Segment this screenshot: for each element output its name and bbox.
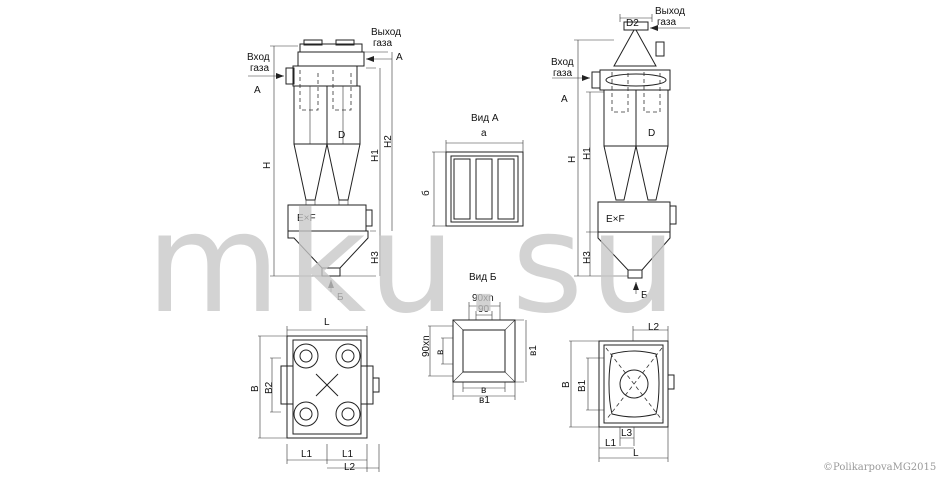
right-plan-view (569, 326, 675, 462)
right-plan-l-label: L (633, 448, 639, 459)
view-b-v-bottom: в (481, 385, 486, 396)
right-plan-l1-label: L1 (605, 438, 617, 449)
left-h-label: H (262, 162, 273, 169)
right-gas-in-label-2: газа (553, 68, 572, 79)
view-a (432, 140, 524, 227)
right-exf-label: E×F (606, 214, 625, 225)
left-h1-label: H1 (370, 149, 381, 162)
left-gas-out-label-2: газа (373, 38, 392, 49)
view-b-90xn-side: 90xn (421, 335, 432, 357)
right-b-inlet-label: Б (641, 290, 648, 301)
right-d2-label: D2 (626, 18, 639, 29)
left-plan-l1-a: L1 (301, 449, 313, 460)
right-gas-out-label-2: газа (657, 17, 676, 28)
left-plan-l1-b: L1 (342, 449, 354, 460)
left-plan-b-label: B (250, 385, 261, 392)
view-b-v-side: в (435, 350, 446, 355)
right-a-label-in: А (561, 94, 568, 105)
right-h-label: H (567, 156, 578, 163)
view-b (428, 302, 527, 400)
view-b-v1-side: в1 (528, 345, 539, 356)
watermark: mku.su (146, 183, 683, 344)
left-a-label-in: А (254, 85, 261, 96)
right-plan-l2-label: L2 (648, 322, 660, 333)
left-gas-in-label-1: Вход (247, 52, 270, 63)
copyright: ©PolikarpovaMG2015 (823, 462, 936, 473)
left-b-inlet-label: Б (337, 292, 344, 303)
left-h2-label: H2 (383, 135, 394, 148)
view-b-90xn-top: 90xn (472, 293, 494, 304)
right-gas-out-label-1: Выход (655, 6, 685, 17)
view-b-90-top: 90 (478, 304, 490, 315)
left-a-label-out: А (396, 52, 403, 63)
view-b-v1-bottom: в1 (479, 395, 490, 406)
left-plan-l2: L2 (344, 462, 356, 473)
right-gas-in-label-1: Вход (551, 57, 574, 68)
right-h3-label: H3 (582, 251, 593, 264)
view-a-title: Вид А (471, 113, 499, 124)
right-cyclone-elevation (552, 14, 690, 294)
right-plan-b1-label: B1 (577, 379, 588, 392)
left-gas-out-label-1: Выход (371, 27, 401, 38)
view-a-b-label: б (420, 190, 432, 196)
view-a-a-label: a (481, 128, 487, 139)
view-b-title: Вид Б (469, 272, 497, 283)
right-plan-b-label: B (561, 381, 572, 388)
left-d-label: D (338, 130, 345, 141)
right-h1-label: H1 (582, 147, 593, 160)
right-plan-l3-label: L3 (621, 428, 633, 439)
left-h3-label: H3 (370, 251, 381, 264)
left-plan-view (258, 326, 380, 472)
left-plan-l-label: L (324, 317, 330, 328)
left-plan-b2-label: B2 (264, 381, 275, 394)
left-exf-label: E×F (297, 213, 316, 224)
right-d-label: D (648, 128, 655, 139)
left-gas-in-label-2: газа (250, 63, 269, 74)
left-cyclone-elevation (248, 39, 393, 292)
